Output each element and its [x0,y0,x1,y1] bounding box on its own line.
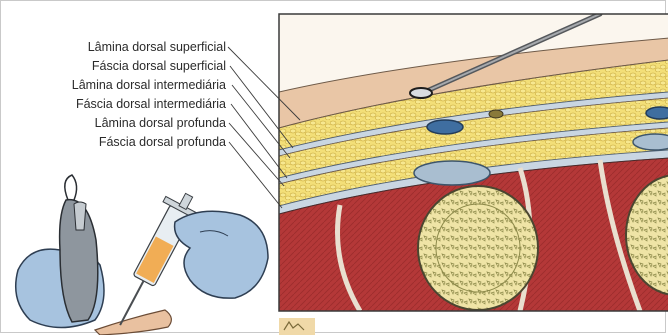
cross-section-panel [279,14,668,311]
procedure-illustration [16,175,268,335]
needle-tip [410,88,432,98]
inset-thumbnail [279,318,315,335]
